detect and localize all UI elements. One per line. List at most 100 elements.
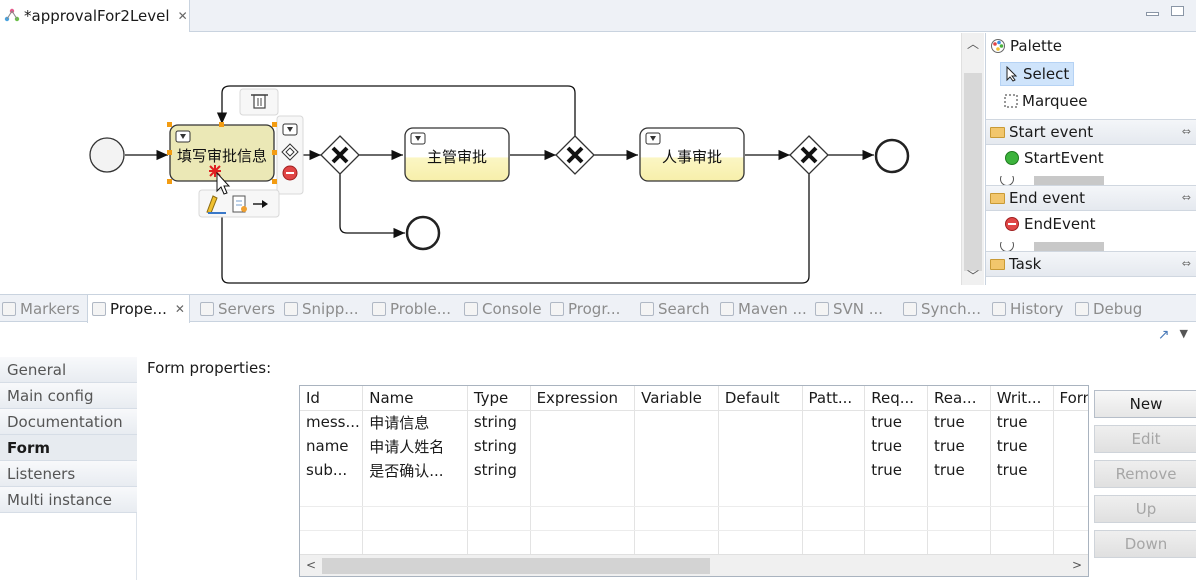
editor-window-controls <box>1146 6 1184 16</box>
tab-progress[interactable]: Progr... <box>550 295 620 323</box>
append-gateway-icon[interactable] <box>281 143 299 161</box>
section-tab-multi-instance[interactable]: Multi instance <box>0 487 137 513</box>
problems-icon <box>372 302 386 316</box>
section-tab-general[interactable]: General <box>0 357 137 383</box>
exclusive-gateway-2[interactable] <box>555 135 595 175</box>
change-type-icon[interactable] <box>232 195 247 213</box>
palette-group-end-event[interactable]: End event ⇔ <box>986 185 1196 211</box>
close-icon[interactable]: ✕ <box>174 302 185 316</box>
collapse-icon[interactable]: ⇔ <box>1181 257 1191 270</box>
task-manager-approval[interactable]: 主管审批 <box>404 127 510 182</box>
tab-properties[interactable]: Prope...✕ <box>87 295 190 323</box>
start-event[interactable] <box>89 137 125 173</box>
exclusive-gateway-3[interactable] <box>789 135 829 175</box>
edit-button[interactable]: Edit <box>1094 425 1196 453</box>
table-cell <box>802 410 866 434</box>
edit-label-icon[interactable] <box>206 195 226 214</box>
palette-tool-marquee[interactable]: Marquee <box>1000 89 1092 113</box>
column-header[interactable]: Req... <box>864 386 928 411</box>
tab-problems[interactable]: Proble... <box>372 295 451 323</box>
append-task-icon[interactable] <box>282 123 298 136</box>
properties-toolbar: ↗ ▼ <box>1158 327 1188 343</box>
table-cell: true <box>927 410 991 434</box>
connect-arrow-icon[interactable] <box>253 200 268 208</box>
column-header[interactable]: Rea... <box>927 386 991 411</box>
new-button[interactable]: New <box>1094 390 1196 418</box>
scroll-up-icon[interactable]: ︿ <box>967 37 980 51</box>
tab-search[interactable]: Search <box>640 295 710 323</box>
delete-icon[interactable] <box>251 94 268 109</box>
tab-maven[interactable]: Maven ... <box>720 295 807 323</box>
column-header[interactable]: Name <box>362 386 468 411</box>
palette-item-label: StartEvent <box>1024 149 1104 167</box>
table-row[interactable]: sub... 是否确认... string true true true <box>300 458 1088 482</box>
palette-tool-select[interactable]: Select <box>1000 62 1075 86</box>
table-cell <box>718 434 803 458</box>
table-horizontal-scrollbar[interactable]: < > <box>300 554 1088 576</box>
palette-item-end-event[interactable]: EndEvent <box>1000 212 1099 236</box>
section-tab-documentation[interactable]: Documentation <box>0 409 137 435</box>
palette-group-start-event[interactable]: Start event ⇔ <box>986 119 1196 145</box>
collapse-icon[interactable]: ⇔ <box>1181 191 1191 204</box>
scroll-down-icon[interactable]: ﹀ <box>967 269 980 283</box>
section-tab-label: Documentation <box>7 412 123 431</box>
remove-button[interactable]: Remove <box>1094 460 1196 488</box>
tab-synchronize[interactable]: Synch... <box>903 295 981 323</box>
editor-tab-approval[interactable]: *approvalFor2Level ✕ <box>0 0 190 32</box>
exclusive-gateway-1[interactable] <box>320 135 360 175</box>
tab-markers[interactable]: Markers <box>2 295 80 323</box>
mouse-cursor-icon <box>216 171 231 195</box>
tab-history[interactable]: History <box>992 295 1063 323</box>
palette-item-start-event[interactable]: StartEvent <box>1000 146 1108 170</box>
tab-debug[interactable]: Debug <box>1075 295 1142 323</box>
canvas-vertical-scrollbar[interactable]: ︿ ﹀ <box>961 33 984 285</box>
form-properties-table[interactable]: Id Name Type Expression Variable Default… <box>299 385 1089 577</box>
table-cell <box>718 410 803 434</box>
palette-title: Palette <box>1010 37 1062 55</box>
column-header[interactable]: Writ... <box>990 386 1054 411</box>
table-cell <box>718 458 803 482</box>
process-diagram: 填写审批信息 主管审批 <box>89 85 910 284</box>
table-row[interactable]: mess... 申请信息 string true true true <box>300 410 1088 434</box>
pin-view-icon[interactable]: ↗ <box>1157 327 1170 343</box>
tab-console[interactable]: Console <box>464 295 542 323</box>
column-header[interactable]: Id <box>300 386 364 411</box>
section-tab-main-config[interactable]: Main config <box>0 383 137 409</box>
section-tab-listeners[interactable]: Listeners <box>0 461 137 487</box>
task-hr-approval[interactable]: 人事审批 <box>639 127 745 182</box>
table-row[interactable]: name 申请人姓名 string true true true <box>300 434 1088 458</box>
scroll-thumb[interactable] <box>964 73 982 271</box>
palette-group-task[interactable]: Task ⇔ <box>986 251 1196 277</box>
task-fill-info[interactable]: 填写审批信息 <box>167 122 277 195</box>
column-header[interactable]: Form va <box>1053 386 1088 411</box>
append-end-event-icon[interactable] <box>282 165 298 181</box>
view-menu-chevron-down-icon[interactable]: ▼ <box>1179 327 1188 340</box>
end-event-right[interactable] <box>874 138 910 174</box>
error-marker-icon <box>209 165 221 177</box>
column-header[interactable]: Default <box>718 386 803 411</box>
scroll-left-icon[interactable]: < <box>306 558 317 572</box>
down-button[interactable]: Down <box>1094 530 1196 558</box>
table-cell: true <box>864 410 928 434</box>
column-header[interactable]: Patt... <box>802 386 866 411</box>
up-button[interactable]: Up <box>1094 495 1196 523</box>
minimize-icon[interactable] <box>1146 12 1159 16</box>
column-header[interactable]: Variable <box>634 386 719 411</box>
palette-tool-label: Marquee <box>1022 92 1088 110</box>
table-cell: sub... <box>300 458 364 482</box>
column-header[interactable]: Type <box>467 386 531 411</box>
close-icon[interactable]: ✕ <box>177 9 188 23</box>
collapse-icon[interactable]: ⇔ <box>1181 125 1191 138</box>
scroll-thumb[interactable] <box>322 558 710 574</box>
tab-snippets[interactable]: Snipp... <box>284 295 359 323</box>
bpmn-file-icon <box>4 8 20 22</box>
end-event-lower[interactable] <box>405 215 441 251</box>
tab-svn[interactable]: SVN ... <box>815 295 883 323</box>
end-event-icon <box>1005 217 1019 231</box>
scroll-right-icon[interactable]: > <box>1071 558 1082 572</box>
tab-servers[interactable]: Servers <box>200 295 275 323</box>
maximize-icon[interactable] <box>1171 6 1184 16</box>
section-tab-form[interactable]: Form <box>0 435 137 461</box>
column-header[interactable]: Expression <box>530 386 636 411</box>
diagram-canvas[interactable]: 填写审批信息 主管审批 <box>0 33 961 285</box>
